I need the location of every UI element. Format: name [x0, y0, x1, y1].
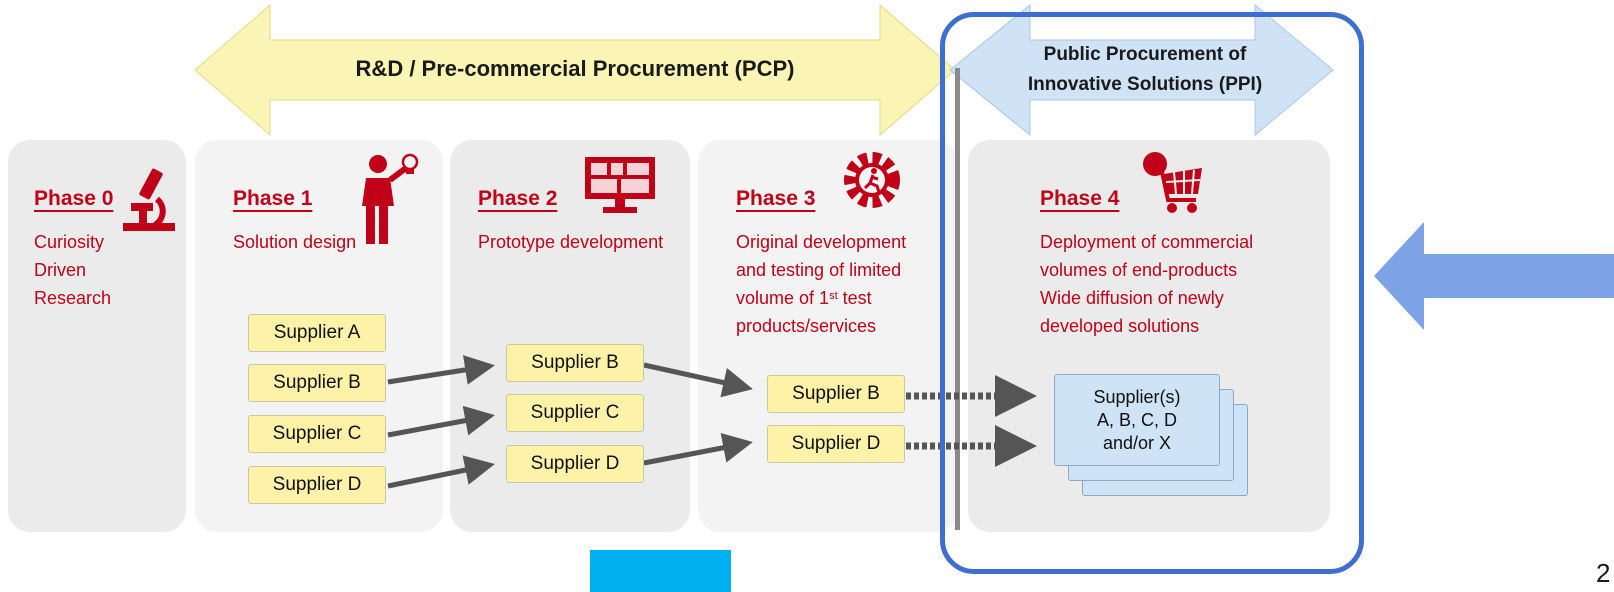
- supplier-box: Supplier D: [506, 445, 644, 483]
- arrow-b-to-b: [387, 355, 495, 385]
- phase-0-desc: Curiosity Driven Research: [34, 228, 111, 312]
- pcp-ppi-divider: [955, 68, 960, 530]
- supplier-box: Supplier B: [506, 344, 644, 382]
- phase-3-panel: [698, 140, 958, 532]
- ppi-banner-label-2: Innovative Solutions (PPI): [1027, 74, 1263, 95]
- phase-3-desc-sup: st: [829, 290, 838, 302]
- phase-0-desc-line: Driven: [34, 260, 87, 280]
- phase-2-desc: Prototype development: [478, 228, 663, 256]
- phase-3-desc-line: and testing of limited: [736, 260, 902, 280]
- pcp-banner-label: R&D / Pre-commercial Procurement (PCP): [355, 56, 795, 81]
- phase-1-desc: Solution design: [233, 228, 356, 256]
- phase-3-desc-line: volume of 1st test: [736, 284, 906, 312]
- phase-3-desc-line: Original development: [736, 232, 907, 252]
- supplier-box: Supplier C: [248, 415, 386, 453]
- supplier-box: Supplier C: [506, 394, 644, 432]
- supplier-box: Supplier B: [767, 375, 905, 413]
- phase-3-title: Phase 3: [736, 187, 816, 210]
- arrow-d-to-d: [387, 455, 495, 489]
- microscope-icon: [123, 168, 175, 231]
- phase-3-desc-line: products/services: [736, 316, 877, 336]
- phase-0-desc-line: Research: [34, 288, 112, 308]
- phase-1-title: Phase 1: [233, 187, 313, 210]
- page-number: 2: [1596, 558, 1611, 588]
- phase-4-desc-line: volumes of end-products: [1040, 260, 1238, 280]
- left-pointer-arrow-icon: [1374, 222, 1614, 330]
- ppi-supplier-box: Supplier(s) A, B, C, D and/or X: [1054, 374, 1220, 466]
- ppi-banner-label-1: Public Procurement of: [1043, 44, 1247, 65]
- ppi-supplier-line: and/or X: [1102, 432, 1172, 453]
- bottom-cyan-block: [590, 550, 731, 592]
- phase-3-desc-pre: volume of 1: [736, 288, 830, 308]
- dashboard-monitor-icon: [585, 157, 655, 213]
- supplier-box: Supplier A: [248, 314, 386, 352]
- phase-2-title: Phase 2: [478, 187, 558, 210]
- phase-4-desc-line: Deployment of commercial: [1040, 232, 1254, 252]
- supplier-box: Supplier D: [248, 466, 386, 504]
- phase-3-desc: Original development and testing of limi…: [736, 228, 906, 340]
- phase-0-title: Phase 0: [34, 187, 114, 210]
- arrow-b-to-b-phase3: [643, 362, 753, 398]
- phase-4-desc: Deployment of commercial volumes of end-…: [1040, 228, 1253, 340]
- phase-2-desc-line: Prototype development: [478, 232, 664, 252]
- supplier-box: Supplier B: [248, 364, 386, 402]
- phase-4-title: Phase 4: [1040, 187, 1120, 210]
- arrow-c-to-c: [387, 405, 495, 438]
- phase-4-desc-line: Wide diffusion of newly: [1040, 288, 1224, 308]
- shopping-cart-icon: [1143, 152, 1202, 213]
- ppi-supplier-line: A, B, C, D: [1096, 409, 1177, 430]
- phase-1-desc-line: Solution design: [233, 232, 357, 252]
- arrow-d-to-d-phase3: [643, 432, 753, 466]
- phase-0-desc-line: Curiosity: [34, 232, 105, 252]
- phase-4-desc-line: developed solutions: [1040, 316, 1200, 336]
- phase-3-desc-post: test: [837, 288, 872, 308]
- ppi-double-arrow: [949, 3, 1334, 137]
- supplier-box: Supplier D: [767, 425, 905, 463]
- ppi-supplier-line: Supplier(s): [1093, 386, 1181, 407]
- ppi-highlight-frame: [940, 12, 1364, 574]
- person-idea-icon: [362, 153, 419, 244]
- phase-0-panel: [8, 140, 186, 532]
- gear-runner-icon: [844, 152, 900, 208]
